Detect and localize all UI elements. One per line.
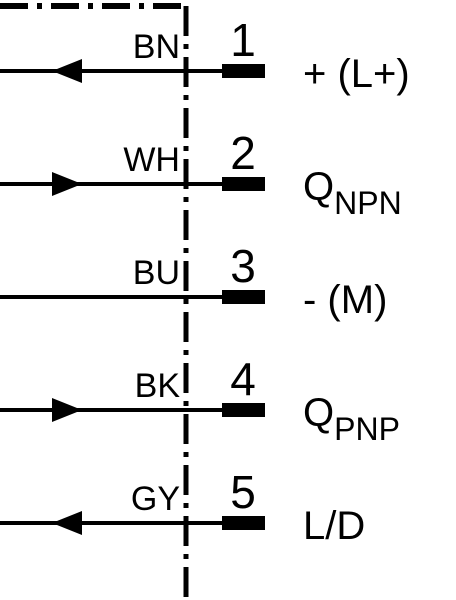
wire-color-code: BN: [133, 28, 180, 66]
signal-subscript: NPN: [334, 185, 402, 221]
terminal-block: [222, 403, 265, 417]
signal-label: - (M): [303, 278, 387, 322]
wire-color-code: GY: [131, 480, 180, 518]
signal-label: L/D: [303, 504, 365, 548]
wire-color-code: BU: [133, 254, 180, 292]
arrow-left-icon: [52, 59, 82, 83]
terminal-block: [222, 177, 265, 191]
signal-label: QNPN: [303, 165, 402, 221]
arrow-left-icon: [52, 511, 82, 535]
pin-number: 2: [230, 127, 256, 179]
pin-number: 1: [230, 14, 256, 66]
arrow-right-icon: [52, 172, 82, 196]
terminal-block: [222, 64, 265, 78]
wire-row-5: GY 5L/D: [0, 466, 365, 548]
signal-label: QPNP: [303, 391, 400, 447]
wire-color-code: BK: [135, 367, 181, 405]
wire-row-3: BU 3 - (M): [0, 240, 387, 322]
wire-row-1: BN 1 + (L+): [0, 14, 410, 96]
pin-number: 5: [230, 466, 256, 518]
signal-label: + (L+): [303, 52, 410, 96]
terminal-block: [222, 290, 265, 304]
terminal-block: [222, 516, 265, 530]
signal-subscript: PNP: [334, 411, 400, 447]
pin-number: 3: [230, 240, 256, 292]
arrow-right-icon: [52, 398, 82, 422]
pin-number: 4: [230, 353, 256, 405]
wire-color-code: WH: [123, 141, 180, 179]
